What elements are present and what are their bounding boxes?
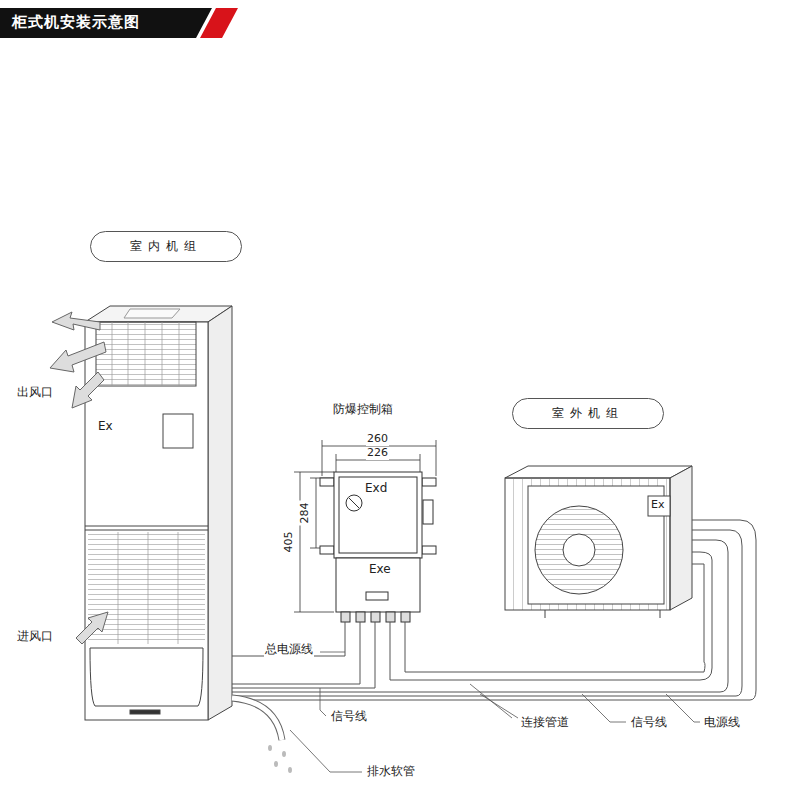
page-title: 柜式机安装示意图	[12, 13, 140, 32]
ex-mark: Exe	[369, 563, 391, 577]
indoor-unit	[85, 306, 232, 720]
dimension: 284	[299, 501, 312, 526]
label-pill: 室内机组	[90, 231, 242, 262]
ex-mark: Ex	[98, 420, 113, 434]
title-band	[0, 8, 212, 38]
dimension: 226	[366, 447, 389, 460]
wire-label: 总电源线	[264, 643, 314, 657]
ex-mark: Ex	[651, 499, 664, 512]
callout-label: 进风口	[16, 630, 54, 644]
air-arrow	[50, 312, 108, 644]
dimension: 405	[283, 530, 296, 555]
title-accent	[200, 8, 238, 38]
hose-label: 排水软管	[366, 765, 416, 779]
control-box	[320, 472, 436, 622]
dimension: 260	[366, 433, 389, 446]
ex-mark: Exd	[365, 482, 387, 496]
leader-line	[290, 652, 700, 772]
dimension-line	[294, 440, 436, 612]
wire-label: 电源线	[703, 716, 741, 730]
drain-hose	[232, 698, 282, 740]
wire	[232, 520, 756, 700]
pipe-label: 连接管道	[520, 716, 570, 730]
label-pill: 室外机组	[512, 398, 664, 429]
pill-text: 室内机组	[130, 238, 202, 255]
outdoor-unit	[505, 466, 692, 618]
wire-label: 信号线	[630, 716, 668, 730]
part-name: 防爆控制箱	[333, 403, 393, 417]
water-drop	[268, 745, 292, 773]
drain-hose	[232, 698, 282, 740]
wire-label: 信号线	[330, 710, 368, 724]
callout-label: 出风口	[16, 386, 54, 400]
pill-text: 室外机组	[552, 405, 624, 422]
